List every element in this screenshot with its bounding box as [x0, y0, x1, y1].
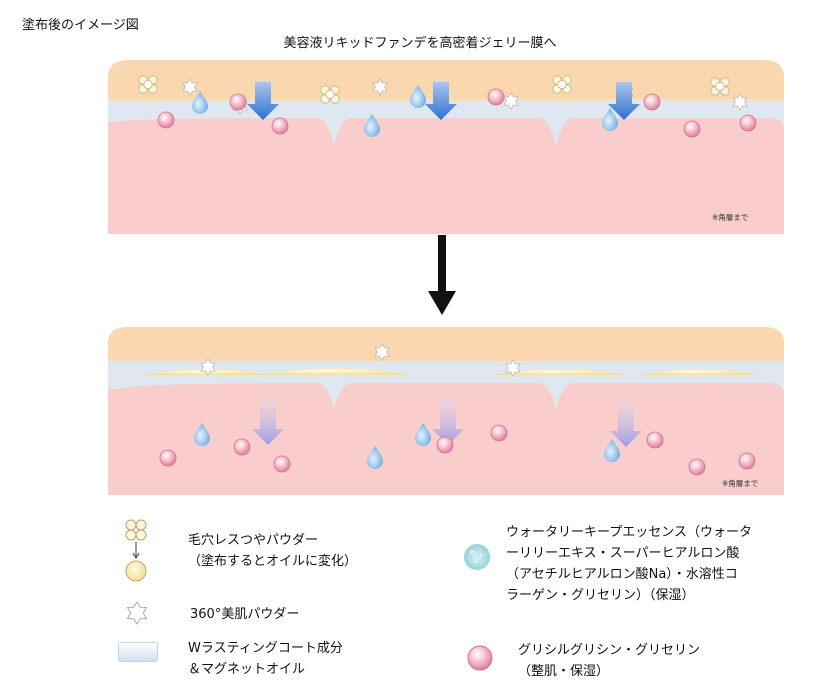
legend-label: ウォータリーキープエッセンス（ウォータ ーリリーエキス・スーパーヒアルロン酸 （…: [506, 525, 752, 603]
after-panel: ※角層まで: [108, 323, 784, 495]
subtitle: 美容液リキッドファンデを高密着ジェリー膜へ: [283, 36, 557, 51]
panel-note-after: ※角層まで: [722, 479, 759, 488]
pore-powder-icon: [125, 519, 147, 582]
legend-label: グリシルグリシン・グリセリン （整肌・保湿）: [518, 643, 701, 679]
legend-label: Wラスティングコート成分 ＆マグネットオイル: [188, 641, 343, 677]
essence-dot-icon: [464, 544, 490, 570]
legend-flower-powder: 360°美肌パウダー: [118, 598, 458, 634]
legend-glycine: グリシルグリシン・グリセリン （整肌・保湿）: [462, 638, 832, 688]
heading: 塗布後のイメージ図: [22, 18, 139, 33]
legend-label: 360°美肌パウダー: [190, 607, 300, 622]
legend-label: 毛穴レスつやパウダー （塗布するとオイルに変化）: [188, 533, 358, 569]
transition-arrow: [428, 235, 456, 317]
legend-pore-powder: 毛穴レスつやパウダー （塗布するとオイルに変化）: [118, 516, 458, 588]
coat-layer-icon: [118, 642, 158, 662]
flower-powder-icon: [126, 601, 148, 625]
before-panel: ※角層まで: [108, 56, 784, 234]
panel-note: ※角層まで: [712, 213, 749, 222]
skin-layer: [108, 118, 784, 234]
legend-essence: ウォータリーキープエッセンス（ウォータ ーリリーエキス・スーパーヒアルロン酸 （…: [462, 518, 832, 618]
legend-coat-layer: Wラスティングコート成分 ＆マグネットオイル: [118, 636, 458, 686]
glycine-ball-icon: [467, 645, 493, 671]
